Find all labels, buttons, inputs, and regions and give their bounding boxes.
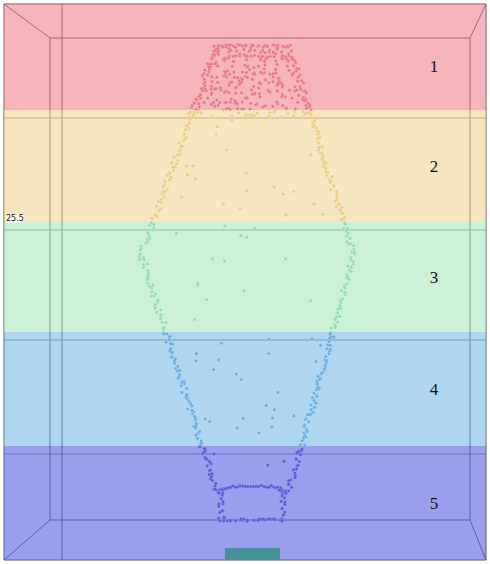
- region-band: 3: [4, 222, 486, 332]
- zone-number: 4: [430, 381, 439, 398]
- box-frame: [4, 4, 486, 560]
- zone-number: 1: [430, 58, 439, 75]
- region-band: 1: [4, 4, 486, 110]
- region-band: 2: [4, 110, 486, 222]
- frame-line: [4, 4, 486, 560]
- region-band: 4: [4, 332, 486, 446]
- axis-value: 25.5: [6, 215, 24, 223]
- region-band: 5: [4, 446, 486, 560]
- zone-number: 3: [430, 269, 439, 286]
- zone-number: 5: [430, 495, 439, 512]
- zone-number: 2: [430, 158, 439, 175]
